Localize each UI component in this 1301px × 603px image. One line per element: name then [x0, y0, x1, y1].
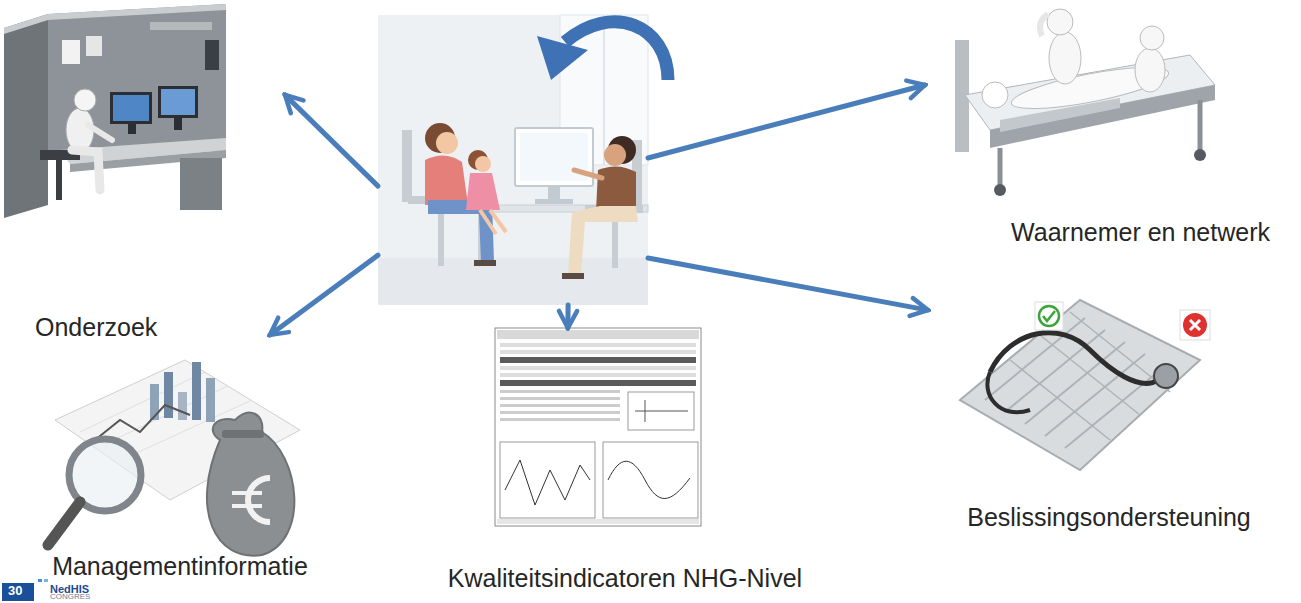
congress-logo — [2, 579, 48, 601]
node-label: Waarnemer en netwerk — [1011, 218, 1270, 246]
consultation-node — [378, 15, 648, 305]
node-label: Managementinformatie — [52, 552, 308, 580]
node-label: Onderzoek — [35, 313, 157, 341]
logo-subtitle: CONGRES — [50, 593, 90, 602]
node-label: Kwaliteitsindicatoren NHG-Nivel — [448, 564, 802, 592]
decision-support-node: Beslissingsondersteuning — [928, 280, 1290, 535]
quality-indicators-node: Kwaliteitsindicatoren NHG-Nivel — [415, 328, 835, 594]
spreadsheet-screenshot — [495, 328, 701, 526]
office-cubicle-illustration — [4, 4, 226, 218]
consultation-illustration — [378, 15, 648, 305]
connector-arrow — [270, 255, 378, 335]
connector-arrow — [648, 258, 928, 310]
connector-arrow — [285, 95, 378, 186]
management-info-node: Managementinformatie — [25, 335, 335, 582]
hospital-bed-illustration — [955, 9, 1215, 196]
observer-network-node: Waarnemer en netwerk — [925, 0, 1295, 250]
keyboard-stethoscope-illustration — [960, 300, 1210, 470]
research-node: Onderzoek — [0, 0, 285, 345]
connector-arrow — [565, 305, 570, 328]
cycle-arrow — [537, 22, 668, 80]
logo-number: 30 — [8, 584, 22, 598]
node-label: Beslissingsondersteuning — [967, 503, 1251, 531]
management-info-illustration — [48, 360, 300, 556]
connector-arrow — [648, 85, 925, 158]
